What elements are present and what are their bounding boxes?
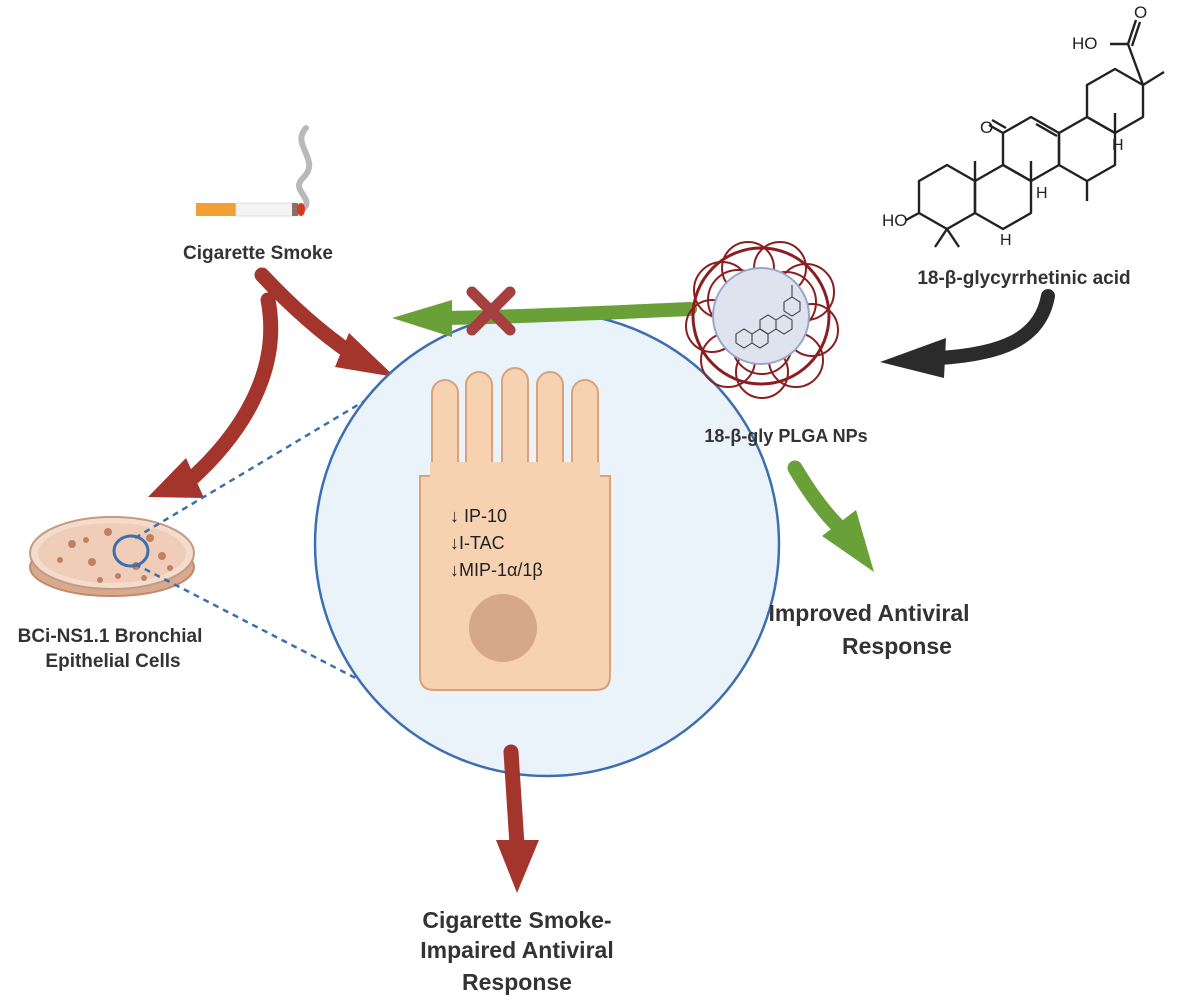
cigarette-icon <box>196 125 313 217</box>
atom-h1: H <box>1036 185 1048 202</box>
atom-ho-top: HO <box>1072 34 1098 53</box>
improved-label-line2: Response <box>842 633 952 659</box>
cytokine-ip10: ↓ IP-10 <box>450 506 507 526</box>
impaired-label-line3: Response <box>462 969 572 995</box>
atom-ho-bottom: HO <box>882 211 908 230</box>
smoke-to-cell-circle-arrow <box>254 267 395 377</box>
atom-h3: H <box>1000 232 1012 249</box>
molecule-name-label: 18-β-glycyrrhetinic acid <box>917 268 1130 289</box>
impaired-label-line1: Cigarette Smoke- <box>422 907 611 933</box>
nucleus <box>469 594 537 662</box>
improved-label-line1: Improved Antiviral <box>768 600 969 626</box>
cytokine-itac: ↓I-TAC <box>450 533 505 553</box>
nanoparticle-core <box>712 267 810 365</box>
nanoparticles-label: 18-β-gly PLGA NPs <box>704 426 867 446</box>
molecule-to-nanoparticle-arrow <box>880 289 1055 378</box>
atom-h2: H <box>1112 137 1124 154</box>
smoke-to-cells-arrow <box>148 292 279 498</box>
atom-oxygen-ketone: O <box>980 118 993 137</box>
cigarette-smoke-label: Cigarette Smoke <box>183 243 333 264</box>
cells-label-line1: BCi-NS1.1 Bronchial <box>18 626 203 647</box>
petri-dish-icon <box>29 516 195 597</box>
impaired-response-arrow <box>496 744 539 893</box>
blocked-green-arrow <box>392 300 697 337</box>
atom-oxygen-top: O <box>1134 3 1147 22</box>
impaired-label-line2: Impaired Antiviral <box>420 937 613 963</box>
improved-response-arrow <box>787 460 874 572</box>
block-x-icon <box>466 286 516 336</box>
cells-label-line2: Epithelial Cells <box>45 651 180 672</box>
glycyrrhetinic-acid-structure <box>905 19 1165 248</box>
cytokine-mip1: ↓MIP-1α/1β <box>450 560 543 580</box>
epithelial-cell-zoom <box>313 310 781 778</box>
